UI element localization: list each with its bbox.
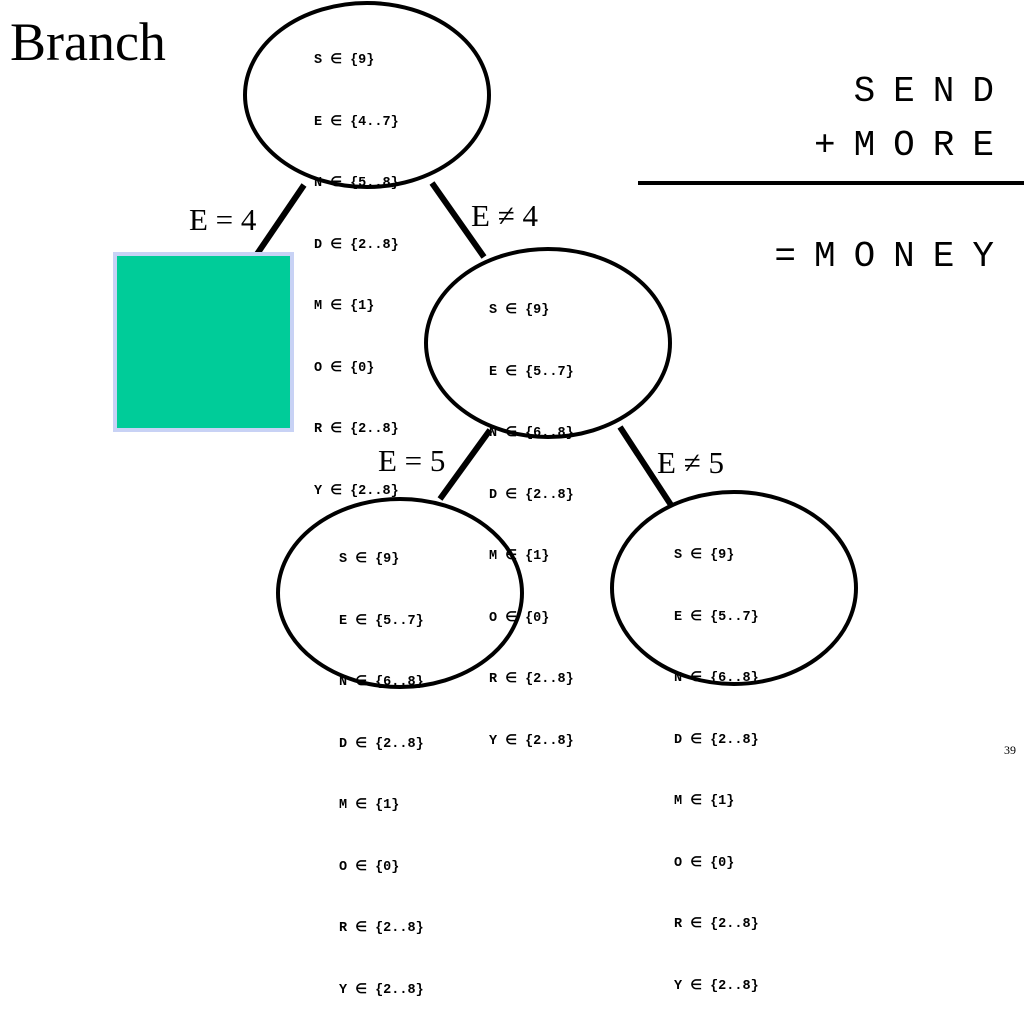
domain-line: N ∈ {6..8} — [489, 426, 574, 441]
domain-line: E ∈ {4..7} — [314, 114, 399, 130]
domain-line: R ∈ {2..8} — [314, 422, 399, 437]
edge-label-e-eq-5: E = 5 — [378, 443, 446, 478]
edge-label-e-eq-4: E = 4 — [189, 202, 257, 237]
domain-line: N ∈ {6..8} — [674, 671, 759, 686]
domain-line: M ∈ {1} — [339, 798, 400, 813]
domain-line: O ∈ {0} — [339, 859, 400, 875]
domain-line: D ∈ {2..8} — [339, 736, 424, 752]
domain-line: Y ∈ {2..8} — [674, 978, 759, 994]
domain-line: E ∈ {5..7} — [339, 613, 424, 629]
edge-root-to-right — [429, 181, 487, 259]
node-left-leaf — [276, 497, 524, 689]
node-left-leaf-domains: S ∈ {9} E ∈ {5..7} N ∈ {6..8} D ∈ {2..8}… — [339, 509, 424, 1022]
node-root — [243, 1, 491, 189]
domain-line: D ∈ {2..8} — [674, 732, 759, 748]
domain-line: E ∈ {5..7} — [489, 364, 574, 380]
edge-label-e-neq-5: E ≠ 5 — [657, 445, 724, 480]
domain-line: O ∈ {0} — [674, 855, 735, 871]
edge-right-to-right-leaf — [617, 425, 674, 507]
domain-line: S ∈ {9} — [339, 552, 400, 567]
domain-line: M ∈ {1} — [314, 299, 375, 314]
domain-line: Y ∈ {2..8} — [489, 733, 574, 749]
domain-line: D ∈ {2..8} — [314, 237, 399, 253]
node-right-leaf — [610, 490, 858, 686]
domain-line: R ∈ {2..8} — [339, 921, 424, 936]
slide-title: Branch — [10, 12, 166, 72]
node-right-domains: S ∈ {9} E ∈ {5..7} N ∈ {6..8} D ∈ {2..8}… — [489, 260, 574, 773]
edge-right-to-left-leaf — [437, 428, 493, 501]
failed-branch-box — [115, 254, 292, 430]
domain-line: O ∈ {0} — [489, 610, 550, 626]
domain-line: S ∈ {9} — [674, 548, 735, 563]
domain-line: D ∈ {2..8} — [489, 487, 574, 503]
puzzle-line-send: SEND — [853, 71, 1012, 112]
domain-line: Y ∈ {2..8} — [339, 982, 424, 998]
puzzle-line-money: =MONEY — [774, 236, 1012, 277]
domain-line: S ∈ {9} — [489, 303, 550, 318]
page-number: 39 — [1004, 743, 1016, 757]
search-tree-diagram — [113, 1, 1024, 689]
domain-line: N ∈ {5..8} — [314, 176, 399, 191]
domain-line: Y ∈ {2..8} — [314, 483, 399, 499]
failed-branch-box-border — [113, 252, 294, 432]
domain-line: R ∈ {2..8} — [674, 917, 759, 932]
domain-line: R ∈ {2..8} — [489, 672, 574, 687]
node-right-leaf-domains: S ∈ {9} E ∈ {5..7} N ∈ {6..8} D ∈ {2..8}… — [674, 505, 759, 1018]
node-right — [424, 247, 672, 439]
domain-line: M ∈ {1} — [489, 549, 550, 564]
domain-line: N ∈ {6..8} — [339, 675, 424, 690]
domain-line: M ∈ {1} — [674, 794, 735, 809]
edge-label-e-neq-4: E ≠ 4 — [471, 198, 538, 233]
domain-line: O ∈ {0} — [314, 360, 375, 376]
node-root-domains: S ∈ {9} E ∈ {4..7} N ∈ {5..8} D ∈ {2..8}… — [314, 10, 399, 523]
puzzle-line-more: +MORE — [813, 125, 1012, 166]
edge-root-to-failed — [252, 183, 307, 259]
domain-line: E ∈ {5..7} — [674, 609, 759, 625]
domain-line: S ∈ {9} — [314, 53, 375, 68]
